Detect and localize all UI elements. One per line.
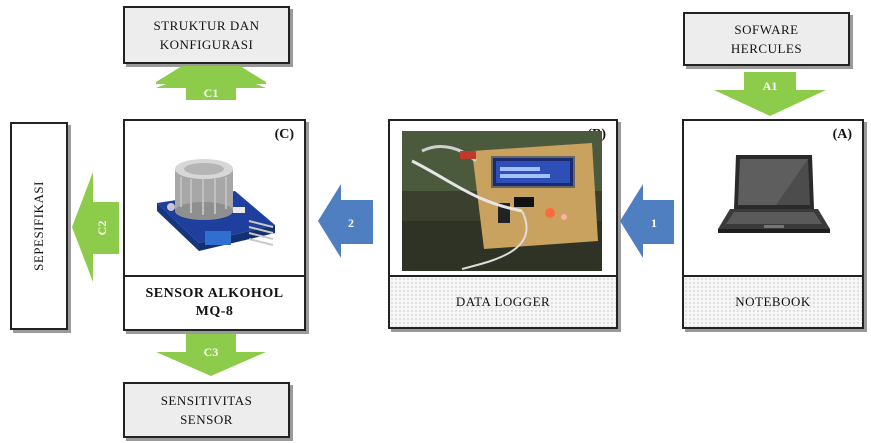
arrow-c2-label: C2 bbox=[95, 221, 109, 236]
arrow-step-2-label: 2 bbox=[348, 216, 354, 230]
notebook-panel: (A) NOTEBOOK bbox=[682, 119, 864, 329]
notebook-caption: NOTEBOOK bbox=[735, 294, 811, 309]
sensor-caption: SENSOR ALKOHOL MQ-8 bbox=[145, 286, 284, 319]
sepesifikasi-box: SEPESIFIKASI bbox=[10, 122, 68, 330]
sensitivitas-sensor-box: SENSITIVITAS SENSOR bbox=[123, 382, 290, 438]
arrow-c3: C3 bbox=[156, 334, 266, 376]
sensor-panel: (C) SENSOR ALKOHOL MQ-8 bbox=[123, 119, 306, 331]
data-logger-caption-area: DATA LOGGER bbox=[390, 275, 616, 327]
sofware-hercules-label: SOFWARE HERCULES bbox=[730, 22, 803, 56]
sensor-caption-area: SENSOR ALKOHOL MQ-8 bbox=[125, 275, 304, 329]
struktur-konfigurasi-box: STRUKTUR DAN KONFIGURASI bbox=[123, 6, 290, 64]
arrow-c1: C1 bbox=[156, 66, 266, 100]
arrow-c2: C2 bbox=[72, 172, 119, 282]
notebook-tag: (A) bbox=[832, 127, 852, 142]
laptop-icon bbox=[718, 155, 830, 233]
mq8-sensor-image bbox=[157, 159, 275, 251]
arrow-step-2: 2 bbox=[318, 184, 373, 258]
data-logger-panel: (B) DATA LOGGER bbox=[388, 119, 618, 329]
arrow-c1-label: C1 bbox=[204, 86, 219, 100]
data-logger-photo bbox=[402, 131, 602, 271]
arrow-a1: A1 bbox=[714, 72, 826, 116]
sofware-hercules-box: SOFWARE HERCULES bbox=[683, 12, 850, 66]
arrow-step-1: 1 bbox=[620, 184, 674, 258]
notebook-caption-area: NOTEBOOK bbox=[684, 275, 862, 327]
sensitivitas-sensor-label: SENSITIVITAS SENSOR bbox=[160, 393, 253, 427]
sensor-tag: (C) bbox=[274, 127, 294, 142]
arrow-c3-label: C3 bbox=[204, 345, 219, 359]
arrow-a1-label: A1 bbox=[763, 79, 778, 93]
struktur-konfigurasi-label: STRUKTUR DAN KONFIGURASI bbox=[153, 18, 260, 52]
data-logger-caption: DATA LOGGER bbox=[455, 294, 551, 309]
arrow-step-1-label: 1 bbox=[651, 216, 657, 230]
